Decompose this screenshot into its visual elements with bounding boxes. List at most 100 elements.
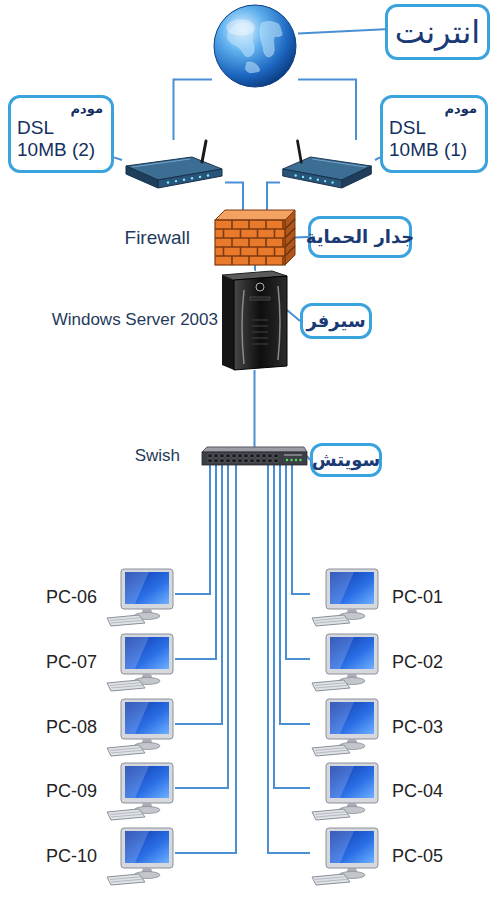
server-logo — [256, 283, 264, 291]
callout-text: DSL 10MB (2) — [11, 117, 101, 163]
pc-label: PC-02 — [392, 652, 443, 673]
network-cable — [174, 80, 213, 140]
network-cable — [274, 465, 310, 788]
modem-front — [283, 169, 342, 188]
keyboard — [312, 745, 350, 756]
keyboard — [312, 874, 350, 885]
pc-workstation: PC-04 — [310, 762, 380, 820]
modem-device — [280, 140, 375, 190]
keyboard-keys — [315, 683, 345, 686]
monitor-screen — [330, 572, 374, 604]
server-device: Windows Server 2003 — [222, 270, 287, 370]
pc-label: PC-08 — [46, 717, 97, 738]
monitor-screen — [125, 702, 169, 734]
keyboard — [107, 809, 145, 820]
network-cable — [286, 465, 310, 659]
screen-glare — [330, 831, 354, 863]
callout-text: مودم — [71, 101, 103, 117]
brick-joint — [285, 228, 295, 238]
modem-led — [175, 180, 177, 182]
device-label: Windows Server 2003 — [52, 310, 218, 330]
monitor-bezel — [326, 699, 378, 739]
switch-port — [220, 454, 224, 458]
callout-text: سيرفر — [306, 311, 365, 331]
modem-body — [283, 141, 372, 188]
network-cable — [175, 465, 216, 659]
brick-joint — [240, 247, 242, 256]
pc-label: PC-10 — [46, 846, 97, 867]
switch-device: Swish — [202, 447, 307, 465]
brick-outline — [215, 220, 285, 265]
server-side — [222, 275, 234, 370]
network-cable — [254, 265, 257, 270]
keyboard-keys — [110, 877, 140, 880]
brick-joint — [282, 220, 284, 229]
monitor-screen — [125, 572, 169, 604]
keyboard-keys — [315, 812, 345, 815]
switch-led — [299, 459, 301, 461]
callout-box: انترنت — [385, 4, 490, 60]
callout-text: مودم — [445, 101, 477, 117]
modem-highlight — [132, 159, 190, 167]
pc-workstation: PC-08 — [105, 698, 175, 756]
keyboard — [312, 809, 350, 820]
brick-joint — [285, 246, 295, 256]
pc-workstation: PC-07 — [105, 633, 175, 691]
pc-label: PC-03 — [392, 717, 443, 738]
pc-label: PC-06 — [46, 587, 97, 608]
modem-led — [199, 176, 201, 178]
monitor-bezel — [121, 699, 173, 739]
screen-glare — [330, 702, 354, 734]
switch-top — [202, 447, 307, 452]
switch-port — [250, 454, 254, 458]
brick-joint — [265, 256, 267, 265]
network-cable — [298, 29, 385, 33]
modem-led — [302, 176, 304, 178]
server-drive — [250, 297, 270, 300]
server-grille — [252, 325, 268, 326]
server-grille — [252, 337, 268, 338]
pc-icon — [105, 762, 175, 820]
modem-front — [158, 169, 222, 188]
keyboard-keys — [315, 618, 345, 621]
monitor-screen — [125, 766, 169, 798]
modem-led — [207, 174, 209, 176]
brick-joint — [231, 238, 233, 247]
monitor-screen — [330, 831, 374, 863]
screen-glare — [125, 572, 149, 604]
brick-joint — [282, 256, 284, 265]
modem-led — [295, 174, 297, 176]
brick-top — [215, 210, 295, 220]
monitor-bezel — [326, 828, 378, 868]
keyboard-keys — [316, 685, 347, 688]
screen-glare — [125, 702, 149, 734]
firewall-device: Firewall — [215, 210, 295, 265]
callout-box: جدار الحماية — [308, 216, 412, 258]
pc-label: PC-01 — [392, 587, 443, 608]
modem-led — [167, 181, 169, 183]
modem-led — [183, 179, 185, 181]
switch-led — [286, 459, 288, 461]
switch-port — [214, 459, 218, 463]
pc-icon — [105, 568, 175, 626]
server-grille — [252, 319, 268, 320]
modem-antenna — [298, 141, 302, 162]
modem-led — [191, 177, 193, 179]
switch-port — [238, 454, 242, 458]
monitor-screen — [330, 766, 374, 798]
modem-led — [324, 180, 326, 182]
device-label: Swish — [135, 446, 180, 466]
brick-joint — [231, 220, 233, 229]
switch-plate — [284, 454, 302, 456]
switch-port — [256, 459, 260, 463]
keyboard-keys — [316, 750, 347, 753]
globe-icon — [212, 4, 298, 88]
switch-port — [250, 459, 254, 463]
pc-icon — [105, 633, 175, 691]
network-cable — [254, 370, 256, 447]
brick-joint — [257, 229, 259, 238]
callout-text: DSL 10MB (1) — [383, 117, 473, 163]
network-cable — [267, 183, 280, 211]
network-cable — [175, 465, 236, 853]
callout-text: سويتش — [312, 450, 381, 470]
